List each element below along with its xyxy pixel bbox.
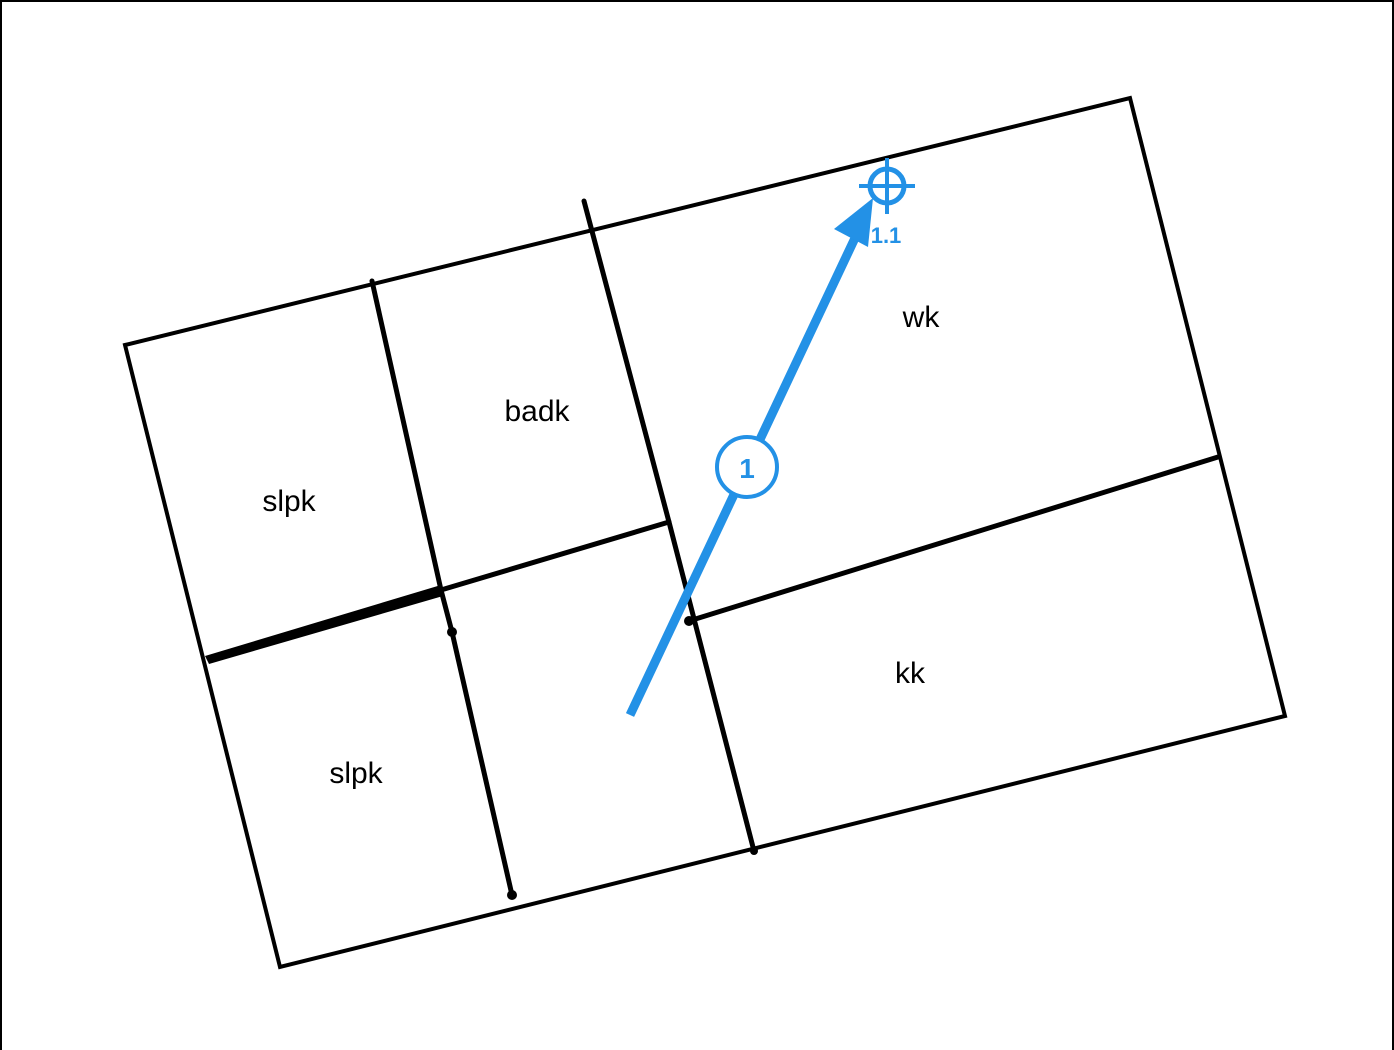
wall-endpoint <box>684 616 694 626</box>
wall-line <box>449 629 515 898</box>
room-label-slpk-lower: slpk <box>329 757 383 790</box>
wall-line <box>666 519 757 854</box>
wall-endpoint <box>750 847 758 855</box>
wall-line <box>686 454 1221 624</box>
target-label: 1.1 <box>871 223 902 248</box>
floor-plan-outline <box>122 95 1288 970</box>
wall-line <box>438 587 455 635</box>
wall-endpoint <box>447 627 457 637</box>
wall-line <box>581 198 672 525</box>
wall-line <box>205 585 443 664</box>
wall-line <box>438 519 672 593</box>
room-label-kk: kk <box>895 657 926 690</box>
step-number: 1 <box>739 453 755 484</box>
room-label-slpk-upper: slpk <box>262 485 316 518</box>
wall-endpoint <box>507 890 517 900</box>
room-label-wk: wk <box>902 301 941 334</box>
step-badge[interactable]: 1 <box>715 435 779 499</box>
crosshair-icon[interactable] <box>859 158 915 214</box>
wall-line <box>369 278 444 593</box>
room-label-badk: badk <box>504 395 570 428</box>
